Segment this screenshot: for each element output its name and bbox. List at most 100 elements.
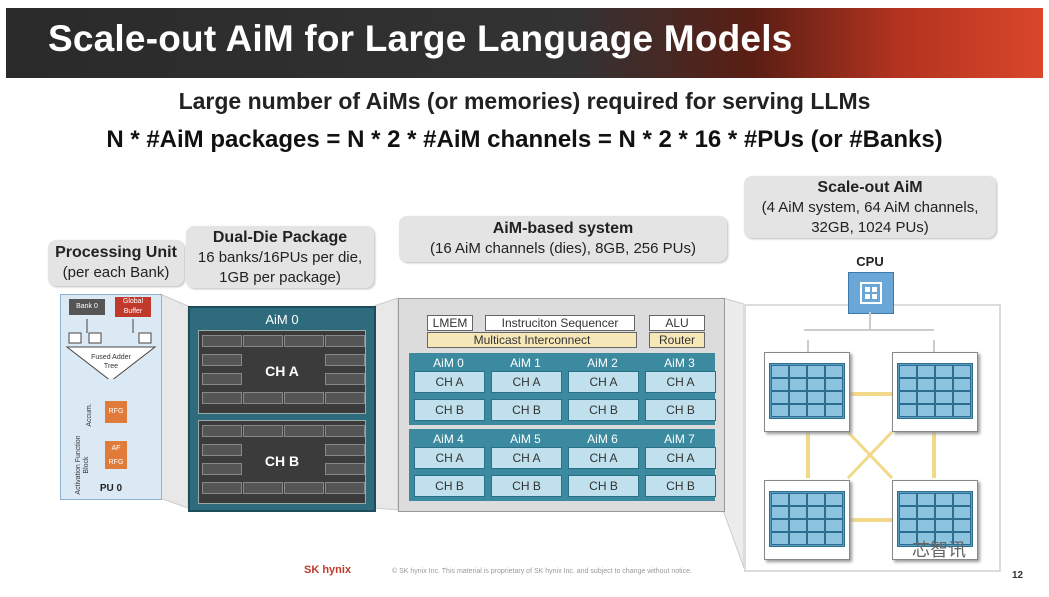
cluster-cell xyxy=(899,506,917,519)
dual-sub-2: 1GB per package) xyxy=(219,269,341,286)
bank-cell xyxy=(284,425,324,437)
sys-sub: (16 AiM channels (dies), 8GB, 256 PUs) xyxy=(430,240,696,257)
die-ch-a: CH A xyxy=(198,330,366,414)
global-buffer-block: Global Buffer xyxy=(115,297,151,317)
cluster-cell xyxy=(935,493,953,506)
aim-card-name: AiM 6 xyxy=(587,432,618,446)
lmem-box: LMEM xyxy=(427,315,473,331)
cluster-cell xyxy=(953,519,971,532)
multiplier-tree xyxy=(65,319,157,379)
aim-card: AiM 7 CH A CH B xyxy=(643,433,716,497)
aim-ch-a: CH A xyxy=(568,371,639,393)
cluster-cell xyxy=(917,378,935,391)
rfg-block-1: RFG xyxy=(105,401,127,423)
aim-ch-a: CH A xyxy=(645,447,716,469)
bank-cell xyxy=(325,444,365,456)
cluster-cell xyxy=(789,519,807,532)
bank-cell xyxy=(202,392,242,404)
bank-cell xyxy=(325,482,365,494)
bank-cell xyxy=(325,425,365,437)
cluster-cell xyxy=(899,378,917,391)
aim-ch-b: CH B xyxy=(568,399,639,421)
bank-cell xyxy=(325,335,365,347)
rfg-block-2: RFG xyxy=(105,457,127,469)
cluster-cell xyxy=(771,378,789,391)
aim-card: AiM 2 CH A CH B xyxy=(566,357,639,421)
scale-title: Scale-out AiM xyxy=(817,179,923,196)
bank-cell xyxy=(284,482,324,494)
aim-ch-b: CH B xyxy=(645,399,716,421)
cluster-cell xyxy=(789,532,807,545)
aim-card: AiM 4 CH A CH B xyxy=(412,433,485,497)
cluster-cell xyxy=(807,519,825,532)
cluster-cell xyxy=(807,532,825,545)
cluster-cell xyxy=(771,532,789,545)
scale-system-grid xyxy=(897,491,973,547)
footer-notice: © SK hynix Inc. This material is proprie… xyxy=(392,568,692,575)
cluster-cell xyxy=(899,391,917,404)
cluster-cell xyxy=(807,493,825,506)
cluster-cell xyxy=(935,404,953,417)
die-ch-a-label: CH A xyxy=(265,363,299,379)
cluster-cell xyxy=(899,404,917,417)
cluster-cell xyxy=(771,506,789,519)
cluster-cell xyxy=(825,391,843,404)
cluster-cell xyxy=(935,391,953,404)
aim-ch-b: CH B xyxy=(414,399,485,421)
cluster-cell xyxy=(899,532,917,545)
bank-cell xyxy=(202,444,242,456)
bank-cell xyxy=(325,463,365,475)
cluster-cell xyxy=(899,493,917,506)
bank-block: Bank 0 xyxy=(69,299,105,315)
aim-card-name: AiM 7 xyxy=(664,432,695,446)
cluster-cell xyxy=(825,404,843,417)
aim-row-bottom: AiM 4 CH A CH B AiM 5 CH A CH B AiM 6 CH… xyxy=(409,429,716,501)
scale-system-3 xyxy=(764,480,850,560)
scale-system-grid xyxy=(897,363,973,419)
slide-title: Scale-out AiM for Large Language Models xyxy=(48,18,793,59)
cluster-cell xyxy=(917,506,935,519)
cluster-cell xyxy=(771,391,789,404)
cpu-icon xyxy=(848,272,894,314)
cluster-cell xyxy=(935,365,953,378)
aim-ch-a: CH A xyxy=(414,447,485,469)
cluster-cell xyxy=(789,404,807,417)
cluster-cell xyxy=(771,365,789,378)
sys-title: AiM-based system xyxy=(492,220,634,237)
bank-cell xyxy=(325,392,365,404)
scale-label: Scale-out AiM (4 AiM system, 64 AiM chan… xyxy=(744,176,996,238)
cluster-cell xyxy=(899,365,917,378)
pu-sub: (per each Bank) xyxy=(62,264,170,281)
cluster-cell xyxy=(917,493,935,506)
pu-title: Processing Unit xyxy=(55,244,177,261)
scale-system-1 xyxy=(764,352,850,432)
bank-cell xyxy=(202,425,242,437)
cluster-cell xyxy=(953,532,971,545)
pu-label-text: PU 0 xyxy=(99,483,123,494)
dual-title: Dual-Die Package xyxy=(212,229,348,246)
cluster-cell xyxy=(953,493,971,506)
scale-system-grid xyxy=(769,363,845,419)
aim-row-top: AiM 0 CH A CH B AiM 1 CH A CH B AiM 2 CH… xyxy=(409,353,716,425)
aim-ch-a: CH A xyxy=(645,371,716,393)
aim-card: AiM 3 CH A CH B xyxy=(643,357,716,421)
die-ch-b: CH B xyxy=(198,420,366,504)
adder-tree-label: Fused Adder Tree xyxy=(91,354,131,370)
cluster-cell xyxy=(789,493,807,506)
aim-card-name: AiM 3 xyxy=(664,356,695,370)
cluster-cell xyxy=(935,506,953,519)
alu-box: ALU xyxy=(649,315,705,331)
aim-card: AiM 6 CH A CH B xyxy=(566,433,639,497)
scale-sub-2: 32GB, 1024 PUs) xyxy=(811,219,929,236)
aim-ch-a: CH A xyxy=(414,371,485,393)
dual-die-label: Dual-Die Package 16 banks/16PUs per die,… xyxy=(186,226,374,288)
cluster-cell xyxy=(807,506,825,519)
system-label: AiM-based system (16 AiM channels (dies)… xyxy=(399,216,727,262)
aim-ch-b: CH B xyxy=(414,475,485,497)
bank-cell xyxy=(202,354,242,366)
cluster-cell xyxy=(825,519,843,532)
cluster-cell xyxy=(935,378,953,391)
watermark: 芯智讯 xyxy=(912,540,966,560)
